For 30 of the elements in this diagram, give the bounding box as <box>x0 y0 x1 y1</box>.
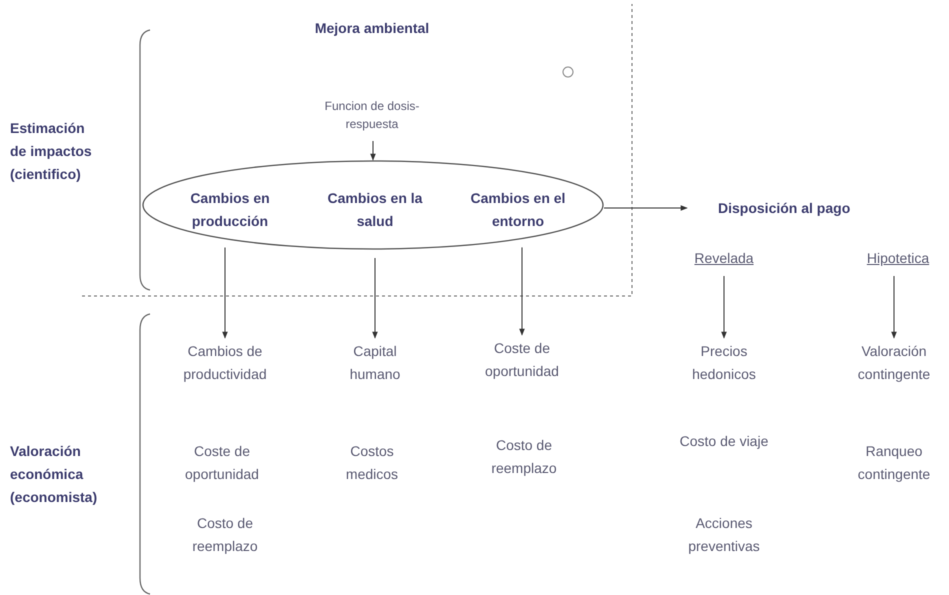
node-text: Cambios en la salud <box>327 187 423 233</box>
node-text: Hipotetica <box>853 246 943 270</box>
method-label: Costo de viaje <box>678 432 770 451</box>
row-heading: Valoración económica (economista) <box>10 442 98 507</box>
arrow <box>604 205 688 211</box>
arrow <box>372 258 378 339</box>
arrow <box>891 276 897 339</box>
node-text: Cambios de productividad <box>160 340 290 386</box>
node-text: Revelada <box>684 246 764 270</box>
node-text: Funcion de dosis-respuesta <box>324 95 420 135</box>
node-text: Cambios en el entorno <box>470 187 566 233</box>
arrow <box>370 140 376 161</box>
arrow <box>721 276 727 339</box>
node-text: Coste de oportunidad <box>457 337 587 383</box>
node-text: Precios hedonicos <box>669 340 779 386</box>
node-text: Valoración contingente <box>842 340 946 386</box>
node-text: Capital humano <box>335 340 415 386</box>
node-text: Disposición al pago <box>688 196 902 220</box>
method-label: Costo de reemplazo <box>490 436 558 478</box>
node-text: Cambios en producción <box>182 187 278 233</box>
arrow <box>519 246 525 336</box>
arrow <box>222 247 228 339</box>
method-label: Costos medicos <box>344 442 400 484</box>
method-label: Ranqueo contingente <box>856 442 932 484</box>
section-heading: Mejora ambiental <box>314 19 430 38</box>
ellipse-shape <box>142 160 604 250</box>
method-label: Costo de reemplazo <box>191 514 259 556</box>
row-heading: Estimación de impactos (cientifico) <box>10 119 93 184</box>
method-label: Acciones preventivas <box>687 514 761 556</box>
method-label: Coste de oportunidad <box>184 442 260 484</box>
